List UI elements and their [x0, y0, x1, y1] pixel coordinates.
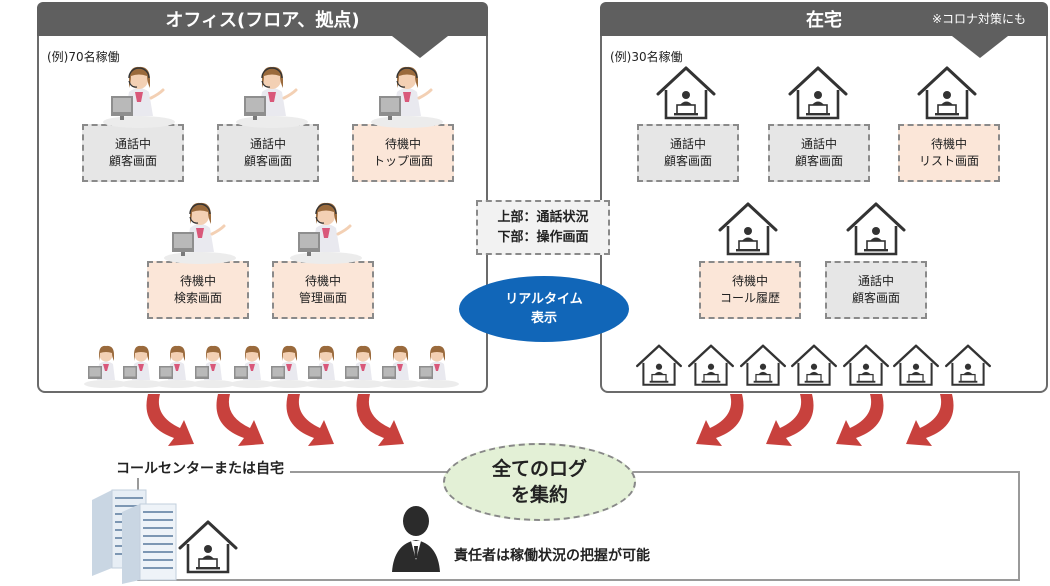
screen-status: 通話中 — [800, 137, 837, 151]
realtime-line2: 表示 — [530, 311, 557, 326]
bottom-title: コールセンターまたは自宅 — [110, 458, 290, 478]
office-count: (例)70名稼働 — [47, 50, 120, 64]
aggregate-line2: を集約 — [510, 484, 568, 506]
home-title: 在宅 — [806, 10, 842, 31]
office-screen-2: 通話中 顧客画面 — [217, 124, 319, 182]
office-header: オフィス(フロア、拠点) — [37, 2, 488, 58]
screen-status: 待機中 — [304, 274, 341, 288]
screen-status: 通話中 — [249, 137, 286, 151]
screen-page: トップ画面 — [372, 154, 433, 168]
screen-page: 管理画面 — [298, 291, 347, 305]
home-screen-3: 待機中 リスト画面 — [898, 124, 1000, 182]
screen-status: 待機中 — [179, 274, 216, 288]
aggregate-line1: 全てのログ — [491, 458, 587, 480]
aggregate-logs-bubble: 全てのログ を集約 — [443, 443, 636, 521]
office-title: オフィス(フロア、拠点) — [165, 10, 360, 31]
screen-status: 待機中 — [731, 274, 768, 288]
home-note: ※コロナ対策にも — [931, 12, 1026, 26]
screen-status: 通話中 — [669, 137, 706, 151]
screen-status: 待機中 — [384, 137, 421, 151]
screen-status: 通話中 — [857, 274, 894, 288]
home-screen-4: 待機中 コール履歴 — [699, 261, 801, 319]
realtime-line1: リアルタイム — [505, 292, 583, 307]
screen-status: 通話中 — [114, 137, 151, 151]
building-icon — [92, 489, 177, 584]
manager-caption: 責任者は稼働状況の把握が可能 — [454, 548, 650, 564]
home-screen-5: 通話中 顧客画面 — [825, 261, 927, 319]
office-screen-4: 待機中 検索画面 — [147, 261, 249, 319]
home-header: 在宅 ※コロナ対策にも — [600, 2, 1048, 58]
office-panel: オフィス(フロア、拠点) (例)70名稼働 — [37, 2, 488, 393]
screen-page: 顧客画面 — [243, 154, 292, 168]
screen-page: リスト画面 — [918, 154, 979, 168]
home-screen-2: 通話中 顧客画面 — [768, 124, 870, 182]
home-panel: 在宅 ※コロナ対策にも (例)30名稼働 — [600, 2, 1048, 393]
screen-page: コール履歴 — [719, 291, 780, 305]
home-count: (例)30名稼働 — [610, 50, 683, 64]
house-icon — [178, 520, 238, 574]
legend-top: 上部：通話状況 — [497, 209, 589, 225]
home-screen-1: 通話中 顧客画面 — [637, 124, 739, 182]
layout-legend: 上部：通話状況 下部：操作画面 — [476, 200, 610, 255]
legend-bottom: 下部：操作画面 — [497, 229, 589, 245]
screen-status: 待機中 — [930, 137, 967, 151]
screen-page: 顧客画面 — [794, 154, 843, 168]
screen-page: 検索画面 — [173, 291, 222, 305]
screen-page: 顧客画面 — [851, 291, 900, 305]
realtime-badge: リアルタイム 表示 — [459, 276, 629, 342]
manager-icon — [392, 506, 440, 572]
screen-page: 顧客画面 — [108, 154, 157, 168]
screen-page: 顧客画面 — [663, 154, 712, 168]
